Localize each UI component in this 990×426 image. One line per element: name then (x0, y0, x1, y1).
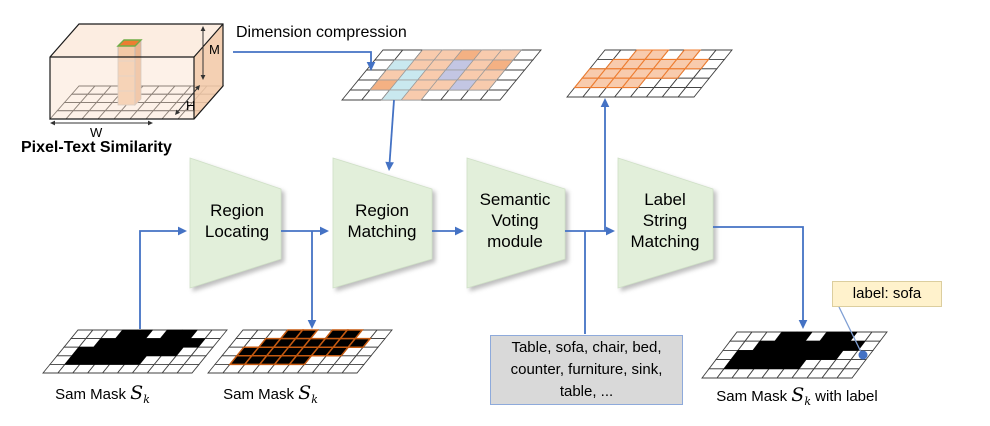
connector (432, 226, 464, 236)
label-word-list-box: Table, sofa, chair, bed, counter, furnit… (490, 335, 683, 405)
sam-mask-3-prefix: Sam Mask (716, 388, 792, 405)
pixel-text-similarity-title: Pixel-Text Similarity (21, 139, 172, 156)
sam-mask-1-subscript: k (143, 393, 150, 406)
connector (139, 226, 187, 329)
sam-mask-1-prefix: Sam Mask (55, 386, 131, 403)
highlighted-region-grid (566, 49, 733, 98)
module-label-string-matching-label: Label String Matching (630, 190, 700, 251)
connector (281, 226, 329, 236)
generated-shapes (42, 23, 888, 379)
module-region-matching-label: Region Matching (347, 201, 417, 241)
connector (175, 85, 200, 115)
sam-mask-2-label: Sam Mask Sk (198, 382, 343, 406)
module-shape-region-matching (332, 157, 433, 289)
sam-mask-3-symbol: S (791, 384, 805, 406)
sam-mask-grid-2 (207, 329, 393, 374)
dim-h-label: H (186, 98, 195, 113)
sam-mask-grid-labeled (701, 331, 888, 379)
sam-mask-with-label-label: Sam Mask Sk with label (691, 384, 903, 408)
connector (50, 120, 153, 126)
sam-mask-2-subscript: k (311, 393, 318, 406)
connector (233, 51, 376, 71)
connector (307, 231, 317, 329)
connector (385, 99, 395, 171)
label-sofa-callout: label: sofa (832, 281, 942, 307)
dim-w-label: W (90, 125, 103, 140)
connector (600, 98, 610, 231)
module-shape-region-locating (189, 157, 282, 289)
sam-mask-3-subscript: k (804, 395, 811, 408)
sam-mask-grid-1 (42, 329, 228, 374)
sam-mask-3-suffix: with label (811, 388, 878, 405)
connector (713, 226, 808, 329)
pixel-text-similarity-box (49, 23, 224, 120)
sam-mask-2-symbol: S (298, 382, 312, 404)
connector (565, 226, 615, 236)
sam-mask-1-symbol: S (130, 382, 144, 404)
module-shape-label-string-matching (617, 157, 714, 289)
module-region-locating-label: Region Locating (204, 201, 270, 241)
sam-mask-2-prefix: Sam Mask (223, 386, 299, 403)
compressed-similarity-grid (341, 49, 542, 101)
module-semantic-voting-label: Semantic Voting module (479, 190, 551, 251)
sam-mask-1-label: Sam Mask Sk (30, 382, 175, 406)
dimension-compression-label: Dimension compression (236, 24, 407, 41)
module-shape-semantic-voting-module (466, 157, 566, 289)
labeled-cell-dot (858, 350, 868, 360)
callout-leader (838, 306, 868, 360)
connector (200, 26, 206, 80)
dim-m-label: M (209, 42, 220, 57)
